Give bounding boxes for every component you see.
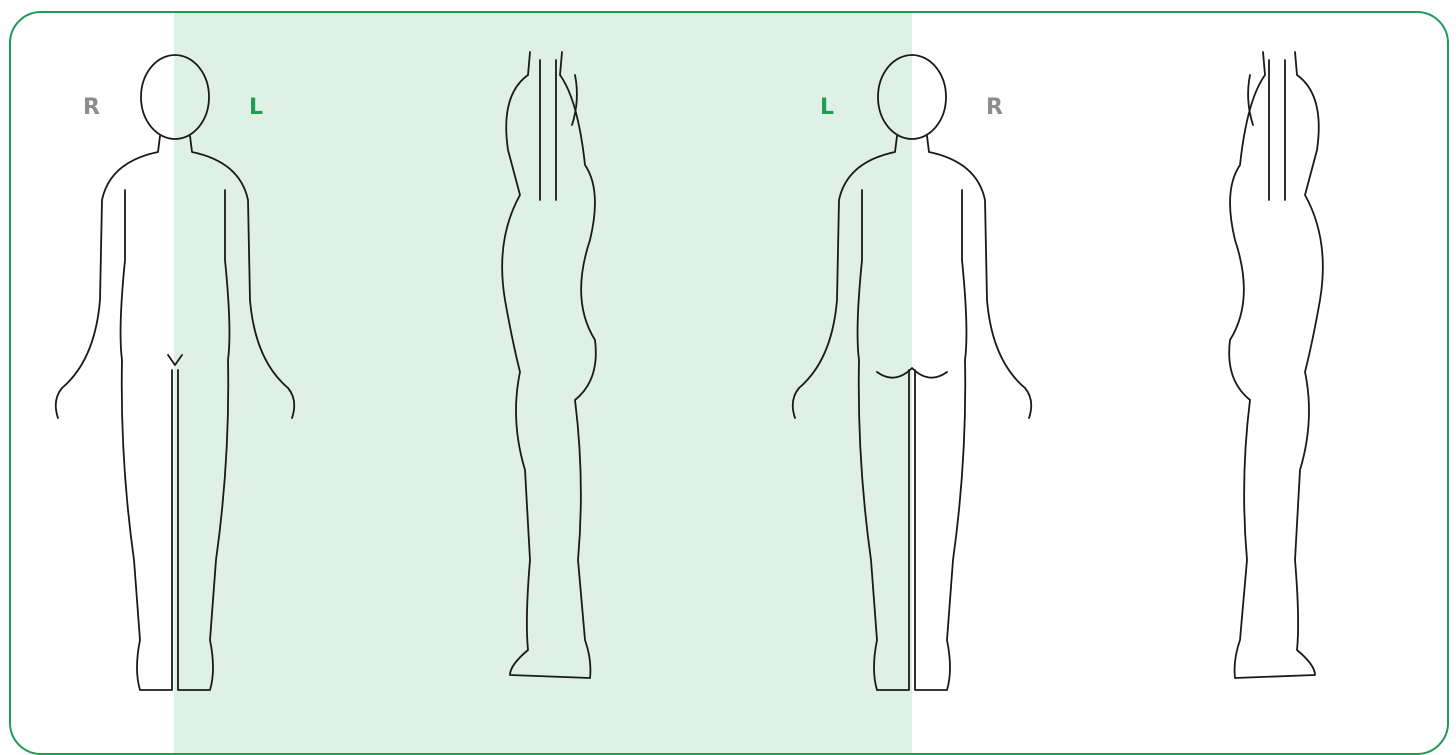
back-right-label: R	[986, 97, 1003, 119]
body-figures	[0, 0, 1456, 727]
back-left-label: L	[820, 97, 834, 119]
right-side-body-figure[interactable]	[1229, 52, 1323, 678]
left-side-body-figure[interactable]	[502, 52, 596, 678]
back-body-figure[interactable]	[793, 55, 1032, 690]
front-left-label: L	[249, 97, 263, 119]
front-body-figure[interactable]	[56, 55, 295, 690]
front-right-label: R	[83, 97, 100, 119]
